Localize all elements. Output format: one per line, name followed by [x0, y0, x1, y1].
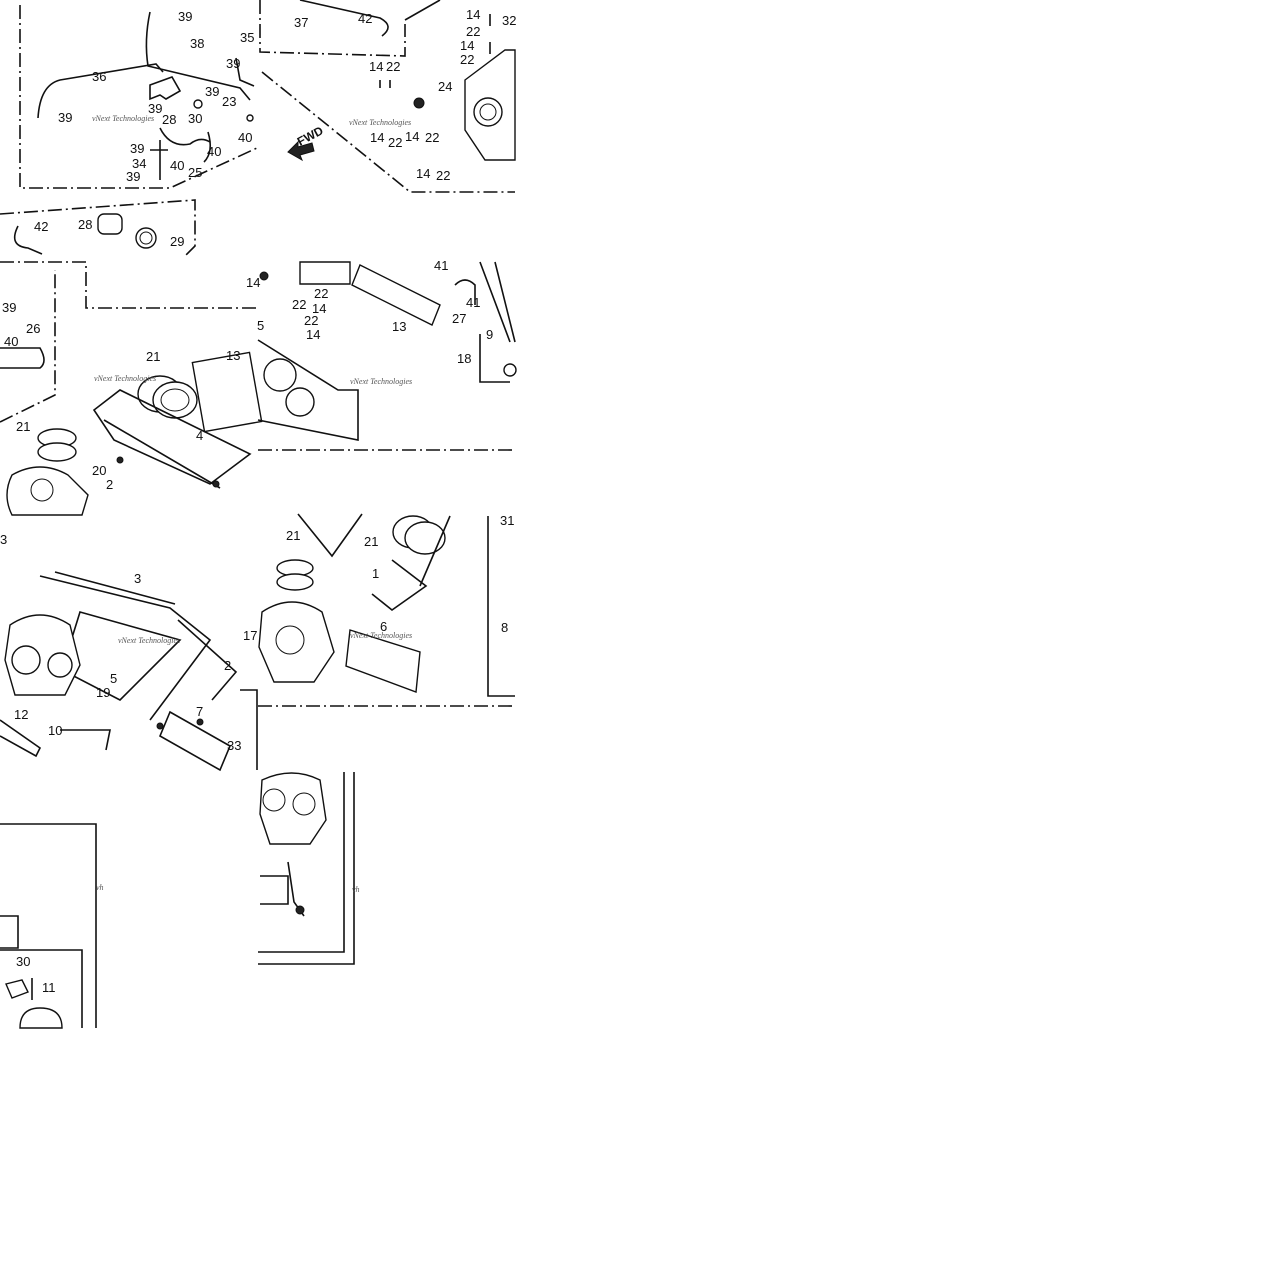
callout-22d: 22: [388, 135, 402, 150]
callout-14h: 22: [314, 286, 328, 301]
callout-40b: 40: [170, 158, 184, 173]
callout-14d: 14: [370, 130, 384, 145]
callout-21a: 21: [146, 349, 160, 364]
callout-40d: 40: [4, 334, 18, 349]
watermark-5: vNext Technologies: [118, 636, 180, 645]
callout-21d: 21: [364, 534, 378, 549]
watermark-4: vNext Technologies: [350, 377, 412, 386]
tile-5-carb-bank-links: 3 3 5 19 12 10 7 17 33 2 vNext Technolog…: [0, 532, 258, 772]
watermark-6: vNext Technologies: [350, 631, 412, 640]
callout-22i: 22: [292, 297, 306, 312]
tile-8-carb-side: vh: [258, 772, 360, 965]
callout-13b: 13: [392, 319, 406, 334]
callout-36: 36: [92, 69, 106, 84]
tile-1-fuel-hose-assembly: 39 38 35 36 39 39 39 23 28 30 39 40 39 3…: [0, 5, 258, 257]
callout-21b: 21: [16, 419, 30, 434]
callout-18: 18: [457, 351, 471, 366]
callout-39e: 39: [130, 141, 144, 156]
callout-33: 33: [227, 738, 241, 753]
callout-39d: 39: [226, 56, 240, 71]
tile-4-carb-body-and-plate: 14 22 14 22 14 22 5 41 13 41 27 9 18 vNe…: [246, 258, 517, 451]
callout-41b: 41: [466, 295, 480, 310]
callout-38: 38: [190, 36, 204, 51]
callout-37: 37: [294, 15, 308, 30]
callout-28a: 28: [162, 112, 176, 127]
callout-1: 1: [372, 566, 379, 581]
callout-5b: 5: [110, 671, 117, 686]
callout-14e: 14: [405, 129, 419, 144]
callout-22b: 22: [460, 52, 474, 67]
callout-10: 10: [48, 723, 62, 738]
callout-31: 31: [500, 513, 514, 528]
callout-40c: 40: [207, 144, 221, 159]
callout-20: 20: [92, 463, 106, 478]
callout-30b: 30: [16, 954, 30, 969]
callout-39a: 39: [178, 9, 192, 24]
callout-39g: 39: [126, 169, 140, 184]
callout-13a: 13: [226, 348, 240, 363]
callout-6: 6: [380, 619, 387, 634]
watermark-1: vNext Technologies: [92, 114, 154, 123]
callout-22h: 14: [306, 327, 320, 342]
callout-39c: 39: [148, 101, 162, 116]
callout-14f: 14: [416, 166, 430, 181]
callout-14c: 14: [369, 59, 383, 74]
callout-22f: 22: [436, 168, 450, 183]
callout-8: 8: [501, 620, 508, 635]
callout-25: 25: [188, 165, 202, 180]
callout-7: 7: [196, 704, 203, 719]
callout-27: 27: [452, 311, 466, 326]
callout-35: 35: [240, 30, 254, 45]
tile-7-float-bowl: 30 11 vh: [0, 823, 104, 1029]
callout-26: 26: [26, 321, 40, 336]
callout-23: 23: [222, 94, 236, 109]
callout-32: 32: [502, 13, 516, 28]
callout-22c: 22: [386, 59, 400, 74]
watermark-8: vh: [352, 885, 360, 894]
callout-29: 29: [170, 234, 184, 249]
callout-12: 12: [14, 707, 28, 722]
callout-14b: 14: [460, 38, 474, 53]
callout-39h: 39: [2, 300, 16, 315]
callout-22g: 14: [312, 301, 326, 316]
tile-3-intake-and-link: 39 26 40 21 13 21 4 20 2 vNext Technolog…: [0, 261, 263, 516]
callout-21c: 21: [286, 528, 300, 543]
callout-19: 19: [96, 685, 110, 700]
callout-8-partial: 3: [0, 532, 7, 547]
callout-9: 9: [486, 327, 493, 342]
callout-30: 30: [188, 111, 202, 126]
callout-28b: 28: [78, 217, 92, 232]
callout-39f: 39: [205, 84, 219, 99]
watermark-7: vh: [96, 883, 104, 892]
tile-6-carb-assembly: 21 21 1 31 6 8 vNext Technologies: [258, 513, 515, 707]
callout-4: 4: [196, 428, 203, 443]
callout-41a: 41: [434, 258, 448, 273]
callout-24: 24: [438, 79, 452, 94]
callout-17: 17: [243, 628, 257, 643]
callout-14g: 14: [246, 275, 260, 290]
callout-14i: 22: [304, 313, 318, 328]
callout-42: 42: [34, 219, 48, 234]
callout-5a: 5: [257, 318, 264, 333]
callout-2b: 2: [224, 658, 231, 673]
watermark-3: vNext Technologies: [94, 374, 156, 383]
callout-11: 11: [42, 980, 56, 995]
callout-34: 34: [132, 156, 146, 171]
callout-2a: 2: [106, 477, 113, 492]
watermark-2: vNext Technologies: [349, 118, 411, 127]
callout-14a: 14: [466, 7, 480, 22]
callout-22e: 22: [425, 130, 439, 145]
callout-22a: 22: [466, 24, 480, 39]
callout-3: 3: [134, 571, 141, 586]
callout-42b: 42: [358, 11, 372, 26]
callout-39b: 39: [58, 110, 72, 125]
callout-40a: 40: [238, 130, 252, 145]
tile-2-carburetor-top-view: FWD 37 42 14 32 22 14 22 14 22 24 14 22 …: [259, 0, 516, 193]
